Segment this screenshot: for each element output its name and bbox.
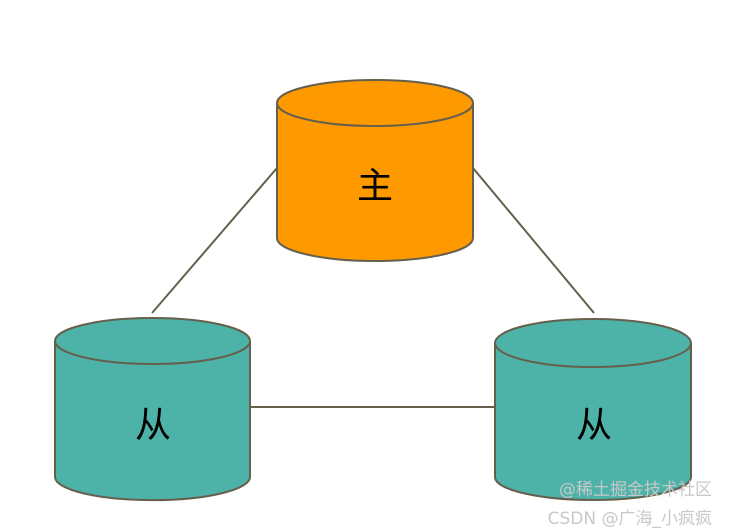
juejin-watermark: @稀土掘金技术社区 <box>559 480 712 500</box>
slave-left-cylinder: 从 <box>54 317 251 502</box>
slave-left-label: 从 <box>135 405 171 446</box>
edge-master-slave-left <box>151 167 278 314</box>
edge-master-slave-right <box>472 167 595 314</box>
slave-right-label: 从 <box>576 405 612 446</box>
master-cylinder: 主 <box>276 79 474 262</box>
master-label: 主 <box>357 166 393 207</box>
slave-right-cylinder: 从 <box>494 318 692 501</box>
csdn-watermark: CSDN @广海_小疯疯 <box>548 509 712 529</box>
